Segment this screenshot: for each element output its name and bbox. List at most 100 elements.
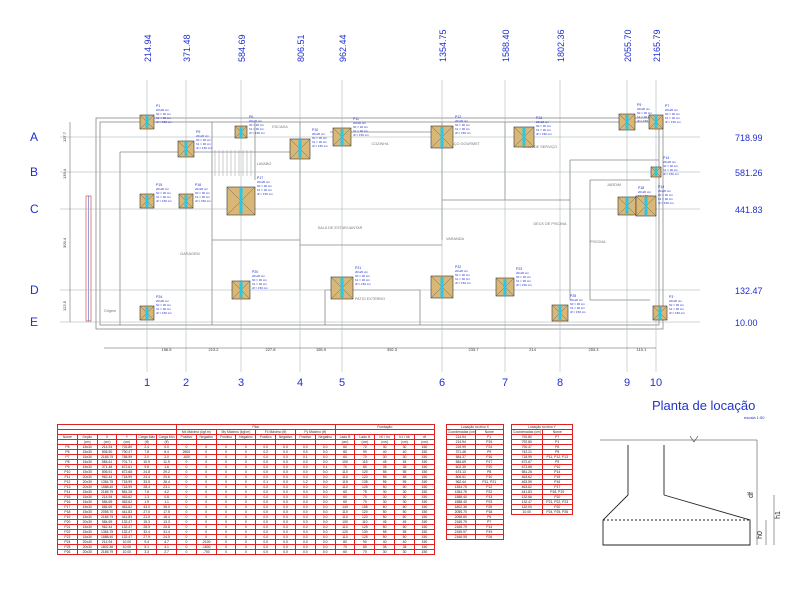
pile-column [503, 279, 507, 295]
pile-note: h0 = 30 cm [637, 111, 652, 115]
pile-column [654, 116, 658, 128]
pile-note: 20x20 cm [156, 187, 170, 191]
room-label: VARANDA [446, 237, 465, 241]
room-label: PATIO EXTERNO [355, 297, 385, 301]
pile-note: h0 = 30 cm [156, 112, 171, 116]
table-cell: P24, P25, P26 [541, 509, 573, 515]
room-label: ESPAÇO GOURMET [444, 142, 481, 146]
table-cell: 70 [354, 549, 376, 555]
loc-header: Coordenadas (cm) [511, 429, 543, 435]
pile-note: df = 150 cm [195, 199, 211, 203]
pile-column [658, 307, 662, 319]
pile-column [625, 115, 629, 129]
table-cell: 2.7 [156, 549, 177, 555]
table-cell: 20x30 [76, 549, 98, 555]
table-cell: 30 [394, 549, 415, 555]
pile-label: P18 [638, 186, 644, 190]
x-coordinate: 2055.70 [623, 29, 633, 62]
pile-note: h0 = 30 cm [195, 191, 210, 195]
pile-note: 20x20 cm [658, 189, 672, 193]
x-axis-number: 7 [502, 377, 508, 389]
pile-note: h1 = 30 cm [195, 195, 210, 199]
pile-label: P16 [195, 183, 201, 187]
table-cell: 2165.79 [96, 549, 118, 555]
pile-column [522, 128, 526, 146]
x-coordinate: 371.48 [182, 34, 192, 62]
pile-note: 20x20 cm [455, 119, 469, 123]
pile-label: P10 [312, 128, 318, 132]
pile-note: h1 = 30 cm [156, 195, 171, 199]
y-coordinate: 132.47 [735, 286, 763, 296]
x-axis-number: 8 [557, 377, 563, 389]
pile-label: P21 [355, 266, 361, 270]
pile-column [184, 195, 188, 207]
dimension-value: 137.7 [62, 131, 67, 142]
pile-note: df = 150 cm [257, 192, 273, 196]
pile-note: 20x20 cm [249, 119, 263, 123]
dimension-value: 227.8 [265, 347, 276, 352]
table-cell: 0 [215, 549, 237, 555]
pile-note: h0 = 30 cm [658, 193, 673, 197]
room-label: SALA DE ESTAR/JANTAR [318, 226, 363, 230]
pile-note: h0 = 30 cm [249, 123, 264, 127]
pile-note: 20x20 cm [252, 274, 266, 278]
pile-note: df = 150 cm [637, 119, 653, 123]
pile-column [145, 195, 149, 207]
x-coordinate: 2165.79 [652, 29, 662, 62]
pile-note: df = 150 cm [196, 146, 212, 150]
table-cell: -700 [195, 549, 217, 555]
dimension-value: 309.4 [62, 237, 67, 248]
pile-note: df = 150 cm [353, 133, 369, 137]
x-coordinate: 1354.75 [438, 29, 448, 62]
pile-column [239, 282, 243, 298]
room-label: GARAGEM [180, 252, 199, 256]
pile-note: h1 = 30 cm [663, 168, 678, 172]
x-coordinate: 584.69 [237, 34, 247, 62]
pile-note: df = 150 cm [312, 144, 328, 148]
pile-column [340, 278, 344, 298]
pile-label: P12 [455, 115, 461, 119]
table-cell: 10.00 [116, 549, 138, 555]
y-axis-letter: C [30, 202, 39, 216]
pile-note: h0 = 30 cm [196, 138, 211, 142]
pile-note: df = 150 cm [663, 172, 679, 176]
pile-label: P19 [658, 185, 664, 189]
pile-note: h1 = 30 cm [455, 277, 470, 281]
scale-note: escala 1:50 [744, 415, 765, 420]
room-label: Origem [104, 309, 116, 313]
pile-note: 20x20 cm [196, 134, 210, 138]
pile-note: h1 = 30 cm [637, 115, 652, 119]
pile-label: P5 [637, 103, 641, 107]
table-cell: P26 [474, 534, 504, 540]
pile-note: h1 = 30 cm [353, 129, 368, 133]
pile-column [145, 116, 149, 128]
inner-wall [99, 121, 660, 326]
pile-note: h1 = 30 cm [669, 307, 684, 311]
dimension-value: 213.2 [208, 347, 219, 352]
dimension-value: 139.4 [62, 168, 67, 179]
pile-note: 20x20 cm [312, 132, 326, 136]
dimension-value: 253.3 [588, 347, 599, 352]
x-coordinate: 962.44 [338, 34, 348, 62]
pile-note: h1 = 30 cm [570, 306, 585, 310]
x-axis-number: 5 [339, 377, 345, 389]
pile-label: P20 [252, 270, 258, 274]
pile-note: h0 = 30 cm [570, 302, 585, 306]
pile-note: df = 150 cm [455, 131, 471, 135]
detail-break [689, 435, 699, 443]
